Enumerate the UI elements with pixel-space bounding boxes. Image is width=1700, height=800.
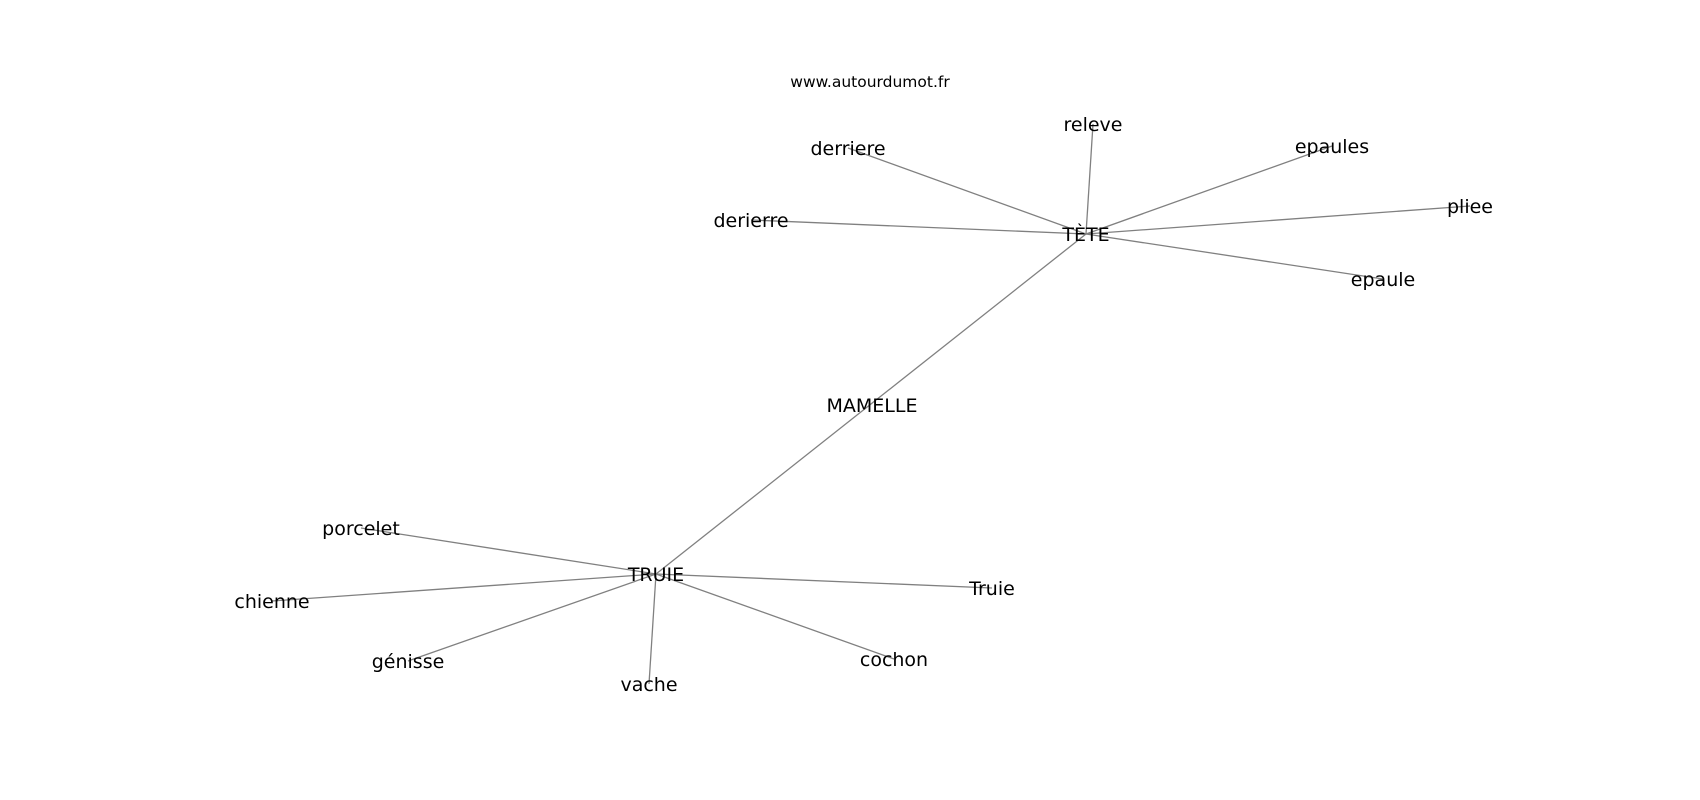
edge-truie-porcelet: [360, 527, 657, 575]
edge-truie-genisse: [407, 573, 657, 662]
edge-tete-epaule: [1085, 233, 1384, 280]
node-label-vache: vache: [620, 674, 677, 696]
node-label-tete: TÈTE: [1061, 223, 1109, 246]
node-label-genisse: génisse: [372, 651, 445, 673]
graph-edges: [271, 123, 1471, 685]
node-label-derriere: derriere: [810, 138, 885, 160]
edge-truie-vache: [648, 573, 657, 685]
edge-tete-epaules: [1085, 145, 1333, 235]
edge-truie-cochon: [655, 573, 895, 660]
edge-truie-truie: [655, 573, 993, 589]
node-label-cochon: cochon: [860, 649, 928, 671]
edge-tete-releve: [1085, 123, 1094, 235]
node-label-truie: Truie: [968, 578, 1015, 600]
edge-tete-derriere: [847, 147, 1087, 235]
edge-tete-truie: [655, 233, 1087, 575]
node-label-epaule: epaule: [1351, 269, 1415, 291]
node-label-derierre: derierre: [713, 210, 788, 232]
edge-tete-pliee: [1085, 205, 1471, 235]
edge-truie-chienne: [271, 573, 657, 602]
node-label-epaules: epaules: [1295, 136, 1369, 158]
node-label-truie: TRUIE: [627, 564, 684, 586]
node-label-releve: releve: [1064, 114, 1123, 136]
edge-tete-derierre: [750, 219, 1087, 235]
node-label-mamelle: MAMELLE: [827, 395, 918, 417]
watermark: www.autourdumot.fr: [790, 73, 950, 91]
node-label-chienne: chienne: [234, 591, 309, 613]
node-label-porcelet: porcelet: [322, 518, 400, 540]
graph-node-labels: MAMELLE TÈTE TRUIE derriere releve epaules der…: [234, 114, 1493, 696]
node-label-pliee: pliee: [1447, 196, 1493, 218]
